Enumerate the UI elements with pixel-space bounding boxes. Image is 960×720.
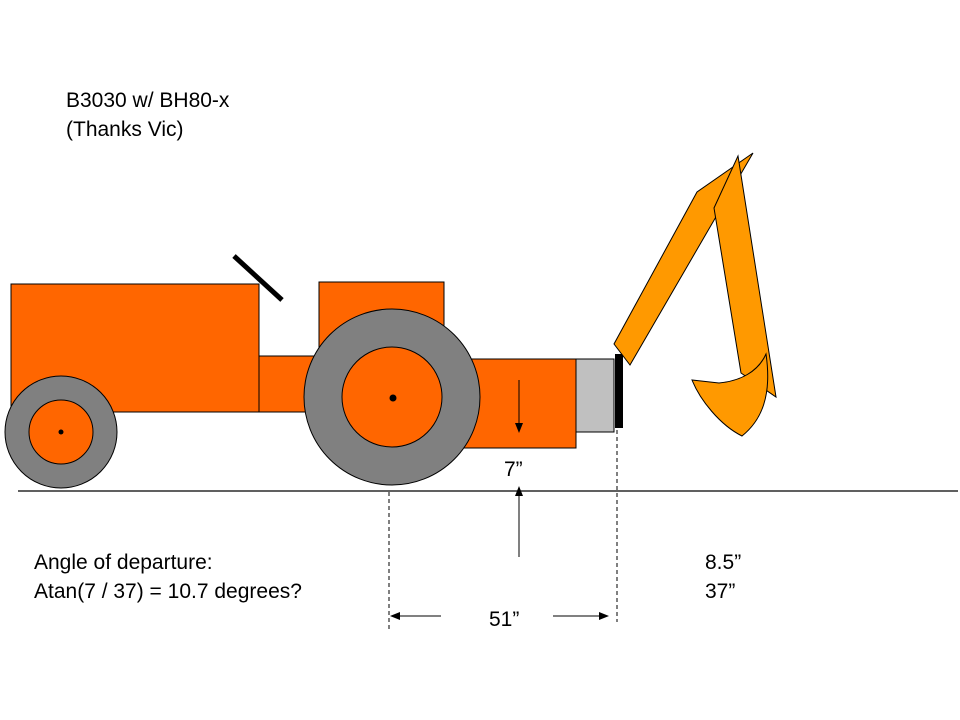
tractor-hood	[10, 283, 260, 413]
span-arrow-left-head	[390, 612, 400, 620]
backhoe-mount-block	[575, 358, 615, 433]
height-arrow-down-head	[515, 423, 523, 433]
angle-note-line-2: Atan(7 / 37) = 10.7 degrees?	[34, 580, 302, 603]
front-wheel	[4, 375, 118, 489]
angle-note-line-1: Angle of departure:	[34, 551, 213, 574]
side-value-1: 8.5”	[705, 551, 742, 574]
title-line-1: B3030 w/ BH80-x	[66, 89, 230, 112]
span-label: 51”	[489, 608, 520, 631]
backhoe-bucket	[691, 352, 769, 437]
span-arrow-right-head	[599, 612, 609, 620]
side-value-2: 37”	[705, 580, 736, 603]
height-gap-label: 7”	[504, 458, 523, 481]
backhoe-dipper-arm	[713, 154, 777, 399]
steering-wheel	[232, 254, 284, 302]
height-arrow-up-head	[515, 486, 523, 496]
title-line-2: (Thanks Vic)	[66, 118, 184, 141]
rear-wheel	[303, 308, 481, 486]
backhoe-mount-plate	[615, 354, 623, 428]
